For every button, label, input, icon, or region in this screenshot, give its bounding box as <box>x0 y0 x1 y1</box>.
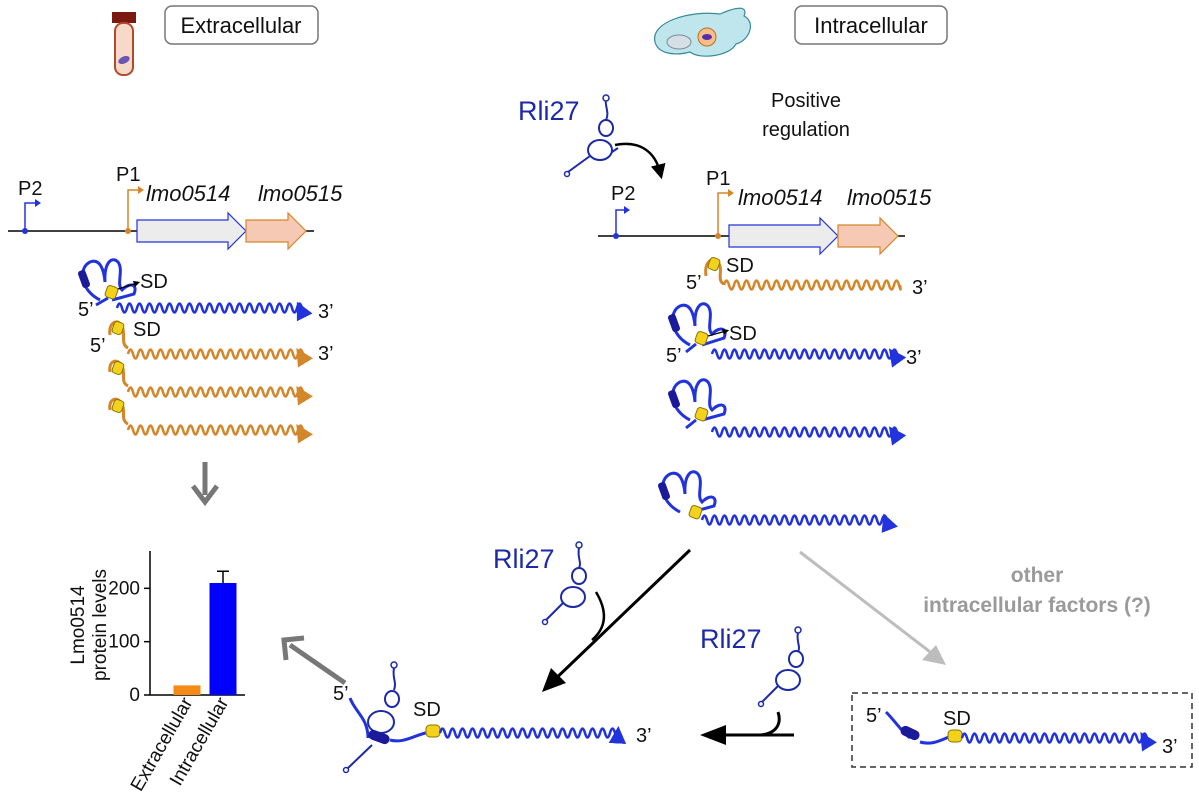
other-factors-line1: other <box>1011 564 1064 587</box>
y-axis-label-line1: Lmo0514 <box>68 585 89 665</box>
error-bar <box>217 570 229 583</box>
five-prime-label-2: 5’ <box>90 335 106 357</box>
three-prime-label-3: 3’ <box>912 277 928 299</box>
transcript-right-orange: SD 5’ 3’ <box>686 255 928 299</box>
y-tick-label: 0 <box>129 685 140 706</box>
gene1-label-right: lmo0514 <box>738 185 822 210</box>
grey-arrow-to-chart <box>281 635 347 686</box>
bar-intracellular <box>209 583 237 695</box>
five-prime-label-4: 5’ <box>666 345 682 367</box>
p1-label-left: P1 <box>116 164 140 186</box>
sd-label-4: SD <box>729 323 757 345</box>
regulation-arrow <box>614 142 666 180</box>
bar-extracellular <box>173 685 201 695</box>
transcript-left-orange-2 <box>108 359 313 406</box>
other-factors-line2: intracellular factors (?) <box>923 594 1151 617</box>
intracellular-label-box: Intracellular <box>794 5 948 45</box>
y-axis-label-line2: protein levels <box>90 569 111 681</box>
positive-regulation-line1: Positive <box>771 90 841 112</box>
transcript-left-orange-1: SD 5’ 3’ <box>90 319 334 368</box>
p2-label-right: P2 <box>611 183 635 205</box>
five-prime-label-5: 5’ <box>333 683 349 705</box>
sd-label-3: SD <box>726 255 754 277</box>
transcript-right-blue-2 <box>668 378 907 446</box>
rli27-label-bottom: Rli27 <box>700 624 762 654</box>
five-prime-label-6: 5’ <box>866 705 882 727</box>
rli27-structure-bottom <box>757 626 804 708</box>
rli27-label-top: Rli27 <box>518 96 580 126</box>
gene1-label-left: lmo0514 <box>146 181 230 206</box>
transcript-right-blue-1: SD 5’ 3’ <box>666 302 922 369</box>
transcript-left-orange-3 <box>108 397 313 444</box>
extracellular-label-box: Extracellular <box>164 5 319 45</box>
three-prime-label-4: 3’ <box>906 347 922 369</box>
test-tube-icon <box>112 12 136 76</box>
operon-left: P2 P1 lmo0514 lmo0515 <box>8 164 343 251</box>
y-tick-label: 200 <box>108 578 140 599</box>
operon-right: P2 P1 lmo0514 lmo0515 <box>598 168 932 256</box>
gene2-label-left: lmo0515 <box>258 181 343 206</box>
host-cell-icon <box>654 7 752 57</box>
intracellular-label: Intracellular <box>814 13 928 38</box>
sd-label-6: SD <box>943 708 971 730</box>
rli27-structure-middle <box>541 541 587 626</box>
three-prime-label-1: 3’ <box>318 301 334 323</box>
three-prime-label-2: 3’ <box>318 343 334 365</box>
pathway-arrow-rli27 <box>542 548 692 692</box>
three-prime-label-5: 3’ <box>636 725 652 747</box>
sd-label-2: SD <box>133 319 161 341</box>
gene2-label-right: lmo0515 <box>847 185 932 210</box>
rli27-binding-curve-middle <box>591 591 605 641</box>
grey-arrow-other-factors <box>799 550 946 665</box>
five-prime-label-1: 5’ <box>78 299 94 321</box>
rli27-label-middle: Rli27 <box>493 544 555 574</box>
duplex-transcript: 5’ SD 3’ <box>333 661 652 774</box>
p1-label-right: P1 <box>706 168 730 190</box>
transcript-right-blue-3 <box>658 470 898 533</box>
grey-arrow-down <box>191 462 219 507</box>
transcript-left-long: SD 5’ 3’ <box>78 258 334 323</box>
positive-regulation-line2: regulation <box>762 119 850 141</box>
five-prime-label-3: 5’ <box>686 272 702 294</box>
sd-label-5: SD <box>413 699 441 721</box>
y-tick-label: 100 <box>108 632 140 653</box>
pathway-arrow-bottom <box>700 711 794 745</box>
rli27-structure-top <box>563 94 619 178</box>
three-prime-label-6: 3’ <box>1162 736 1178 758</box>
p2-label-left: P2 <box>18 178 42 200</box>
extracellular-label: Extracellular <box>180 13 301 38</box>
other-factors-transcript-box: 5’ SD 3’ <box>851 692 1193 768</box>
sd-label-1: SD <box>140 271 168 293</box>
